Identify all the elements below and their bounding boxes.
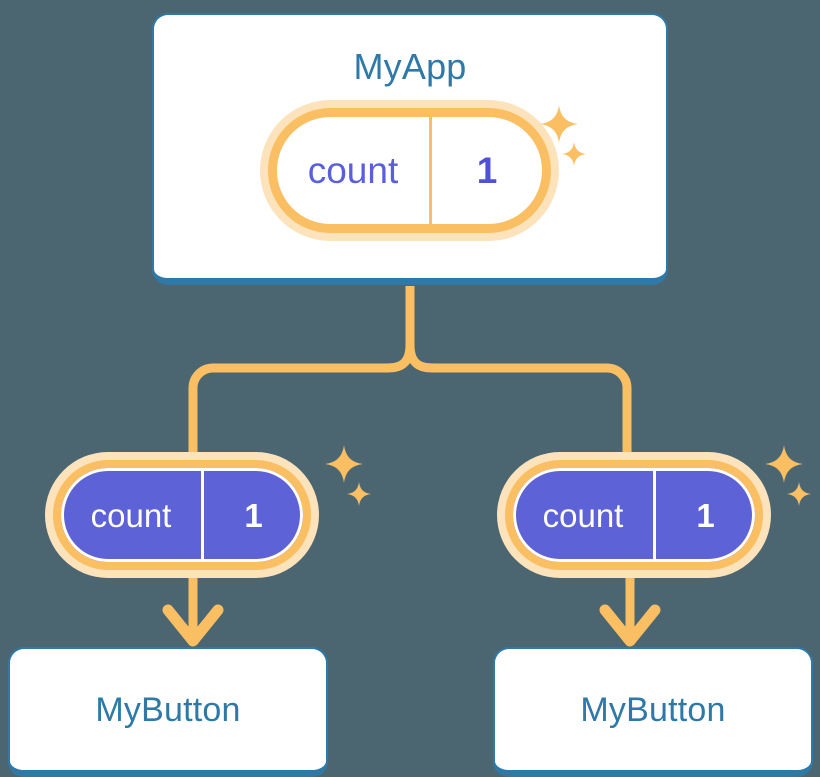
component-title-myapp: MyApp <box>353 46 467 87</box>
component-card-mybutton-right[interactable]: MyButton <box>493 647 813 777</box>
state-value-label: 1 <box>244 496 263 534</box>
state-pill-body: count 1 <box>268 108 551 233</box>
state-value-label: 1 <box>696 496 715 534</box>
state-value-label: 1 <box>476 150 498 191</box>
wire-branch-right <box>405 344 632 470</box>
state-key-label: count <box>307 150 399 191</box>
state-pill-root[interactable]: count 1 <box>268 108 551 233</box>
sparkle-small-icon <box>562 142 586 166</box>
state-key-label: count <box>542 496 624 534</box>
state-pill-child-right[interactable]: count 1 <box>505 460 763 570</box>
state-divider <box>201 468 204 562</box>
arrow-left <box>162 570 224 647</box>
component-title-mybutton: MyButton <box>95 690 241 729</box>
sparkle-small-icon <box>787 482 811 506</box>
sparkle-large-icon <box>325 445 363 483</box>
sparkle-large-icon <box>540 105 578 143</box>
arrow-right <box>599 570 661 647</box>
component-title-mybutton: MyButton <box>580 690 726 729</box>
state-key-label: count <box>90 496 172 534</box>
state-pill-child-left[interactable]: count 1 <box>53 460 311 570</box>
state-divider <box>653 468 656 562</box>
wire-branch-left <box>188 344 415 470</box>
component-card-mybutton-left[interactable]: MyButton <box>8 647 328 777</box>
state-pill-body: count 1 <box>53 460 311 570</box>
sparkle-small-icon <box>347 482 371 506</box>
sparkle-large-icon <box>765 445 803 483</box>
state-pill-body: count 1 <box>505 460 763 570</box>
state-divider <box>429 117 432 224</box>
